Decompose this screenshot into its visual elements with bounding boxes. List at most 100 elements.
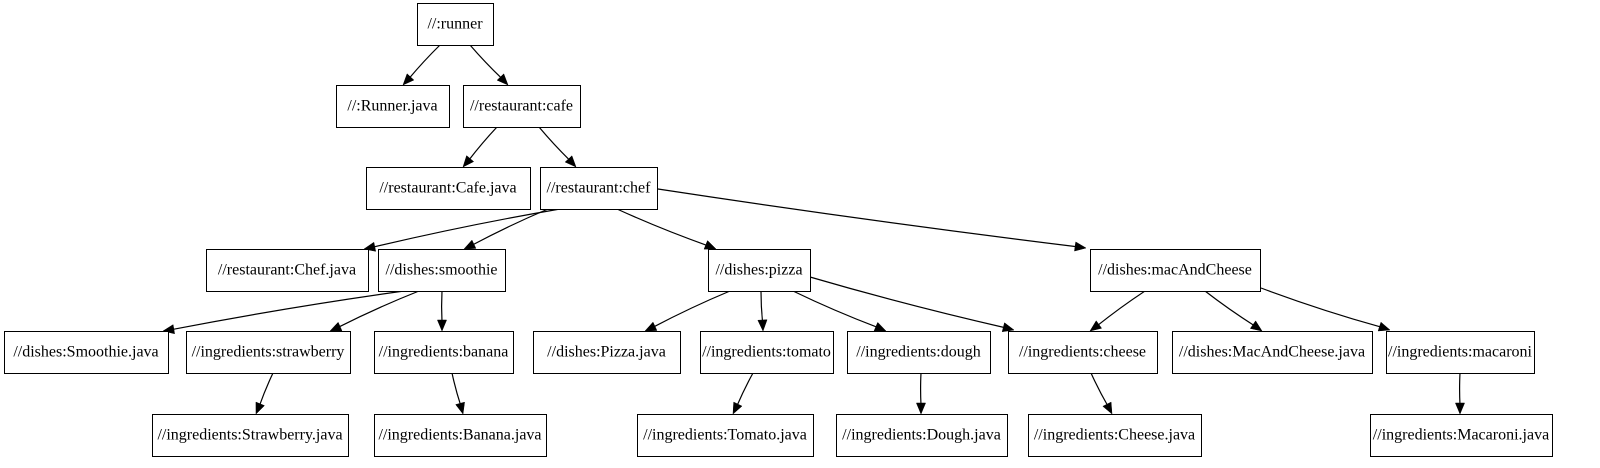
node-box[interactable] [206, 249, 369, 292]
graph-node-restaurant_cafe[interactable]: //restaurant:cafe [463, 85, 581, 128]
graph-node-dough[interactable]: //ingredients:dough [847, 331, 991, 374]
graph-edge-smoothie-to-strawberry [329, 290, 420, 332]
node-box[interactable] [540, 167, 658, 210]
node-label: //ingredients:cheese [1019, 344, 1146, 361]
edge-line [1260, 287, 1382, 328]
node-label: //ingredients:Tomato.java [643, 427, 807, 444]
graph-node-cheese[interactable]: //ingredients:cheese [1008, 331, 1158, 374]
graph-node-macaroni_java[interactable]: //ingredients:Macaroni.java [1370, 414, 1553, 457]
graph-node-pizza[interactable]: //dishes:pizza [708, 249, 811, 292]
graph-node-smoothie[interactable]: //dishes:smoothie [378, 249, 506, 292]
edge-arrowhead-icon [462, 155, 475, 168]
graph-edge-restaurant_chef-to-pizza [616, 208, 717, 250]
node-label: //ingredients:strawberry [192, 344, 345, 361]
node-label: //restaurant:chef [547, 180, 652, 197]
graph-edge-runner-to-runner_java [402, 44, 441, 86]
edge-line [792, 290, 878, 329]
graph-node-cheese_java[interactable]: //ingredients:Cheese.java [1028, 414, 1202, 457]
node-box[interactable] [1008, 331, 1158, 374]
graph-node-restaurant_chef[interactable]: //restaurant:chef [540, 167, 658, 210]
edge-line [736, 372, 754, 407]
node-label: //ingredients:dough [856, 344, 980, 361]
edge-line [657, 188, 1078, 248]
node-box[interactable] [1370, 414, 1553, 457]
node-label: //ingredients:Banana.java [378, 427, 541, 444]
node-box[interactable] [152, 414, 349, 457]
graph-node-macaroni[interactable]: //ingredients:macaroni [1386, 331, 1535, 374]
graph-node-banana_java[interactable]: //ingredients:Banana.java [374, 414, 547, 457]
graph-node-macandcheese_java[interactable]: //dishes:MacAndCheese.java [1172, 331, 1373, 374]
node-label: //restaurant:Chef.java [218, 262, 356, 279]
graph-node-dough_java[interactable]: //ingredients:Dough.java [836, 414, 1008, 457]
edge-arrowhead-icon [1102, 401, 1113, 415]
graph-edge-restaurant_cafe-to-cafe_java [462, 126, 498, 168]
edge-line [468, 126, 498, 161]
node-box[interactable] [366, 167, 531, 210]
node-box[interactable] [186, 331, 351, 374]
node-label: //dishes:pizza [715, 262, 802, 279]
node-label: //restaurant:Cafe.java [379, 180, 516, 197]
edge-arrowhead-icon [732, 401, 743, 415]
edge-line [171, 290, 405, 331]
edge-line [538, 126, 571, 161]
node-label: //dishes:Pizza.java [547, 344, 666, 361]
graph-edge-restaurant_chef-to-smoothie [463, 208, 549, 250]
graph-edge-strawberry-to-strawberry_java [255, 372, 274, 415]
edge-arrowhead-icon [1074, 241, 1087, 252]
edge-line [451, 372, 462, 406]
graph-node-banana[interactable]: //ingredients:banana [374, 331, 514, 374]
node-box[interactable] [1028, 414, 1202, 457]
node-box[interactable] [1172, 331, 1373, 374]
edge-arrowhead-icon [564, 155, 577, 168]
graph-node-macandcheese[interactable]: //dishes:macAndCheese [1090, 249, 1261, 292]
edge-line [372, 208, 561, 248]
edge-line [1096, 290, 1146, 327]
edge-line [616, 208, 708, 247]
edge-arrowhead-icon [703, 240, 717, 250]
node-box[interactable] [378, 249, 506, 292]
node-box[interactable] [700, 331, 834, 374]
graph-node-smoothie_java[interactable]: //dishes:Smoothie.java [4, 331, 169, 374]
graph-node-tomato[interactable]: //ingredients:tomato [700, 331, 834, 374]
node-box[interactable] [463, 85, 581, 128]
node-box[interactable] [374, 414, 547, 457]
edge-arrowhead-icon [1455, 402, 1465, 415]
graph-node-chef_java[interactable]: //restaurant:Chef.java [206, 249, 369, 292]
edge-arrowhead-icon [644, 321, 658, 332]
edge-arrowhead-icon [255, 401, 265, 415]
graph-node-tomato_java[interactable]: //ingredients:Tomato.java [637, 414, 814, 457]
graph-node-strawberry[interactable]: //ingredients:strawberry [186, 331, 351, 374]
node-label: //ingredients:tomato [702, 344, 831, 361]
node-box[interactable] [336, 85, 450, 128]
node-layer: //:runner //:Runner.java //restaurant:cafe… [4, 3, 1553, 457]
graph-node-runner[interactable]: //:runner [417, 3, 494, 46]
node-box[interactable] [1386, 331, 1535, 374]
node-box[interactable] [4, 331, 169, 374]
node-box[interactable] [708, 249, 811, 292]
edge-line [652, 290, 731, 328]
node-label: //ingredients:banana [379, 344, 509, 361]
node-box[interactable] [836, 414, 1008, 457]
graph-node-strawberry_java[interactable]: //ingredients:Strawberry.java [152, 414, 349, 457]
node-box[interactable] [637, 414, 814, 457]
graph-node-cafe_java[interactable]: //restaurant:Cafe.java [366, 167, 531, 210]
node-box[interactable] [374, 331, 514, 374]
node-box[interactable] [1090, 249, 1261, 292]
edge-line [1090, 372, 1109, 407]
graph-edge-pizza-to-dough [792, 290, 887, 332]
node-box[interactable] [417, 3, 494, 46]
graph-edge-pizza-to-cheese [809, 276, 1015, 332]
graph-edge-pizza-to-tomato [757, 290, 768, 332]
node-box[interactable] [533, 331, 681, 374]
graph-edge-macandcheese-to-macaroni [1260, 287, 1391, 332]
graph-edge-banana-to-banana_java [451, 372, 465, 415]
node-label: //restaurant:cafe [470, 98, 573, 115]
edge-line [809, 276, 1006, 329]
graph-node-runner_java[interactable]: //:Runner.java [336, 85, 450, 128]
node-box[interactable] [847, 331, 991, 374]
edge-arrowhead-icon [1089, 320, 1103, 332]
graph-edge-tomato-to-tomato_java [732, 372, 754, 415]
graph-edge-pizza-to-pizza_java [644, 290, 731, 332]
graph-node-pizza_java[interactable]: //dishes:Pizza.java [533, 331, 681, 374]
